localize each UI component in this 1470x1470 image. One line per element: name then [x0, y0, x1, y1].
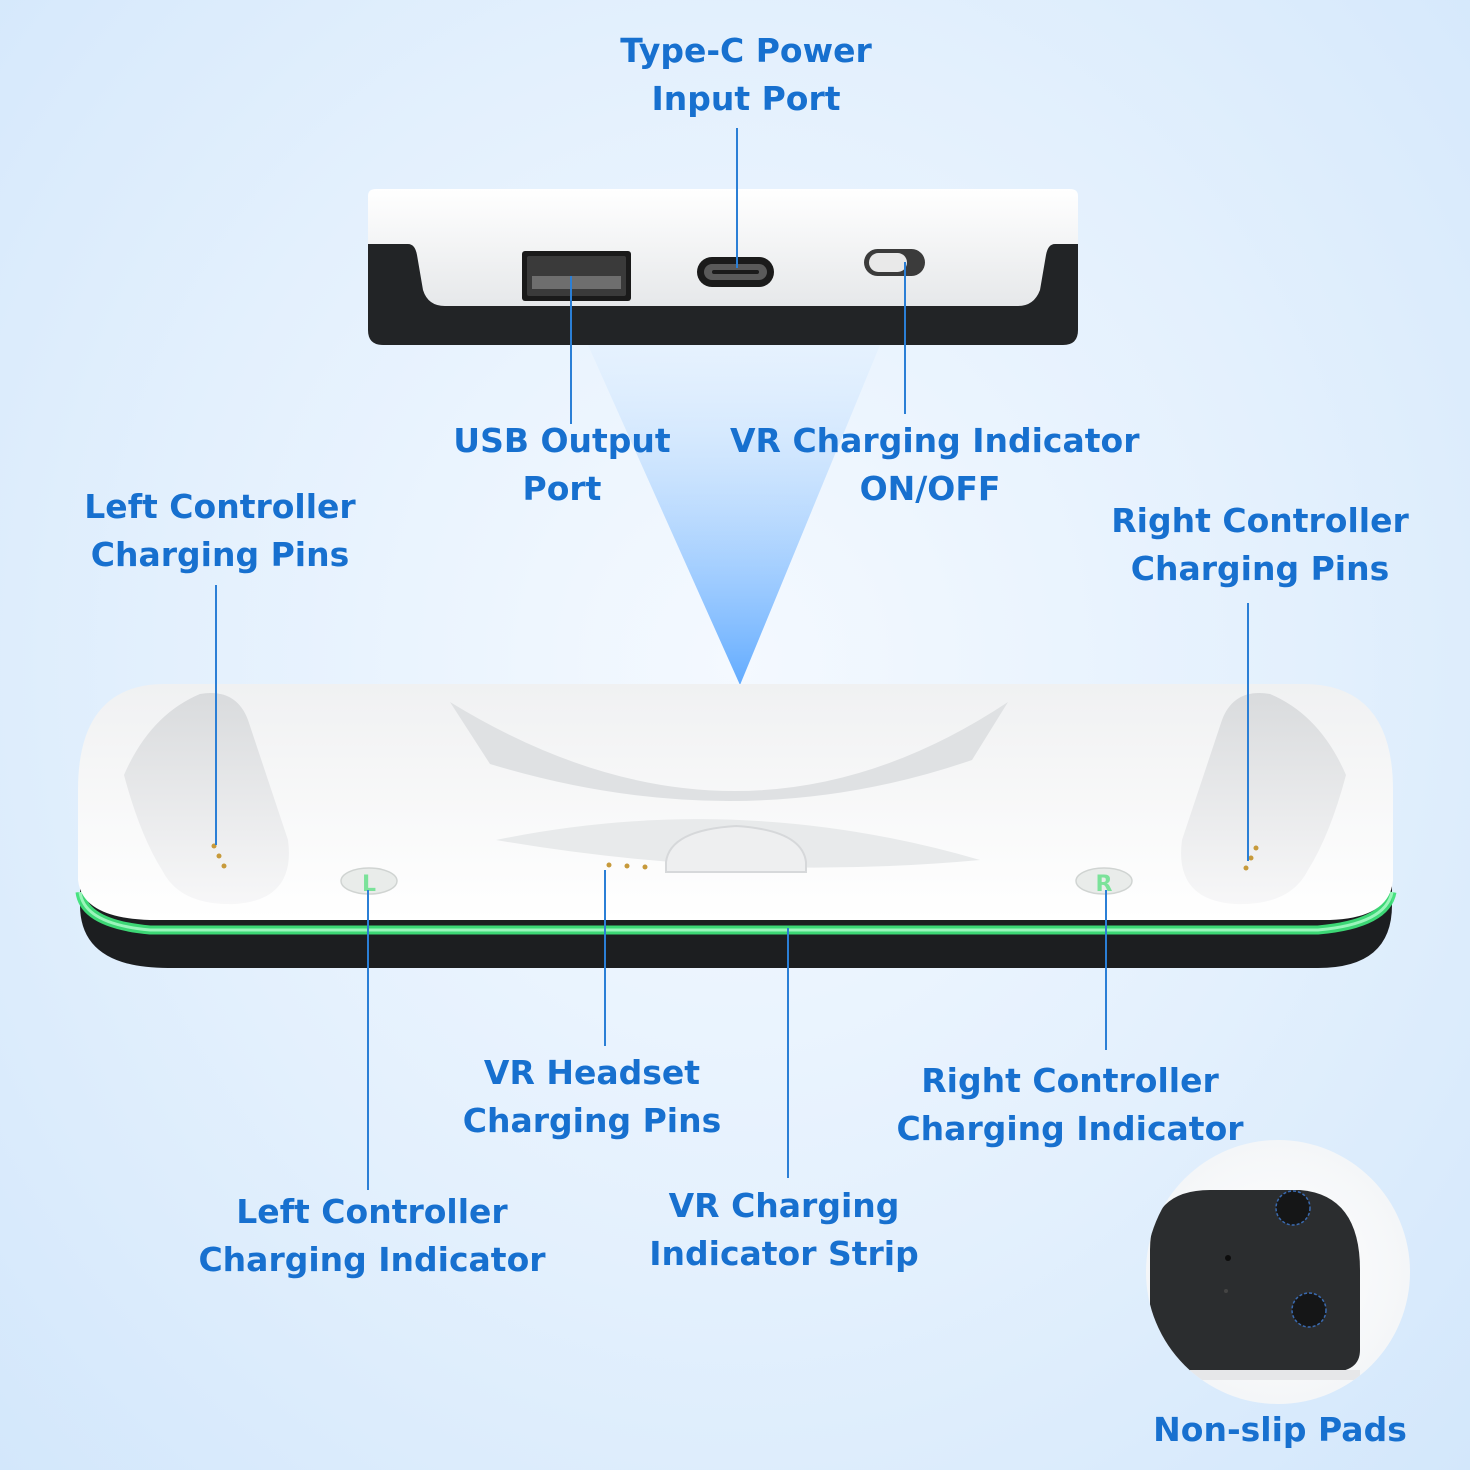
left-controller-pins-icon [211, 843, 227, 869]
port-closeup [368, 189, 1078, 345]
label-non-slip-pads: Non-slip Pads [1153, 1410, 1407, 1449]
label-vr-charging-indicator-strip: VR Charging Indicator Strip [649, 1186, 919, 1273]
right-indicator-mark: R [1096, 872, 1113, 897]
right-controller-cradle [1181, 693, 1346, 905]
right-indicator-icon: R [1075, 867, 1133, 897]
leader-indicator-strip [787, 928, 789, 1178]
usb-a-port-icon [522, 251, 631, 301]
pad-top-icon [1275, 1190, 1311, 1226]
zoom-beam [588, 345, 880, 685]
charging-dock: L R [75, 684, 1397, 968]
headset-pins-icon [606, 862, 648, 870]
headset-nose-post [665, 824, 807, 873]
non-slip-pads-inset [1146, 1140, 1410, 1404]
toggle-switch-icon [864, 249, 925, 276]
label-left-controller-charging-indicator: Left Controller Charging Indicator [198, 1192, 546, 1279]
leader-headset-pins [604, 870, 606, 1046]
left-indicator-mark: L [362, 872, 376, 897]
leader-vr-indicator-switch [904, 262, 906, 414]
label-usb-output-port: USB Output Port [453, 421, 671, 508]
label-vr-headset-charging-pins: VR Headset Charging Pins [462, 1053, 722, 1140]
leader-usb-output [570, 276, 572, 424]
label-vr-charging-indicator-switch: VR Charging Indicator ON/OFF [730, 421, 1140, 508]
left-controller-cradle [124, 693, 289, 905]
usb-c-port-icon [697, 257, 774, 287]
leader-left-indicator [367, 890, 369, 1190]
label-right-controller-charging-indicator: Right Controller Charging Indicator [896, 1061, 1244, 1148]
leader-right-indicator [1105, 890, 1107, 1050]
pad-bottom-icon [1291, 1292, 1327, 1328]
leader-left-pins [215, 585, 217, 845]
label-type-c-power-input-port: Type-C Power Input Port [620, 31, 872, 118]
label-right-controller-charging-pins: Right Controller Charging Pins [1111, 501, 1409, 588]
leader-right-pins [1247, 603, 1249, 861]
left-indicator-icon: L [340, 867, 398, 897]
right-controller-pins-icon [1243, 845, 1259, 871]
label-left-controller-charging-pins: Left Controller Charging Pins [84, 487, 356, 574]
headset-cradle [450, 702, 1008, 802]
leader-type-c [736, 128, 738, 268]
